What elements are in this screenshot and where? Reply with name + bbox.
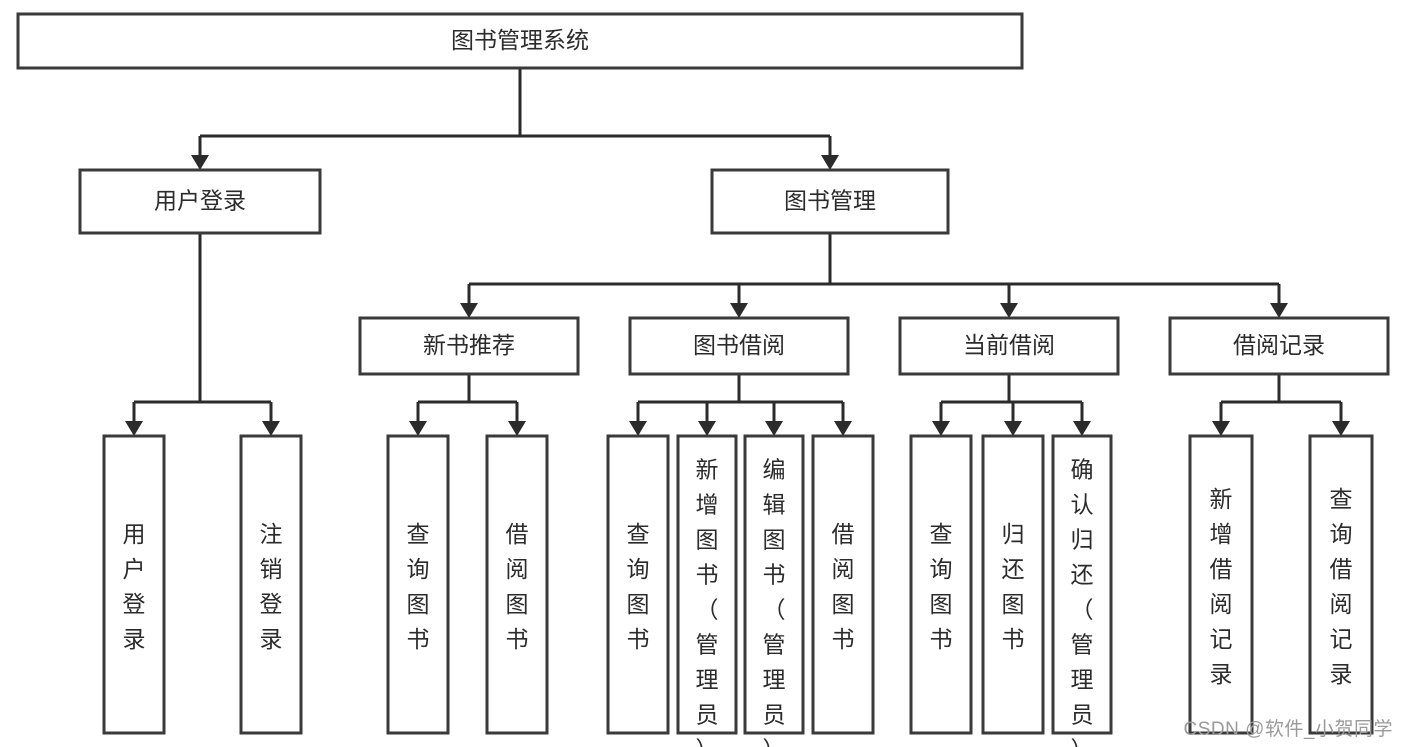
node-box xyxy=(1168,316,1390,376)
node-leaf-query-book-1[interactable]: 查询图书 xyxy=(386,434,450,735)
node-box xyxy=(676,434,738,735)
node-label: 图书管理系统 xyxy=(451,27,589,53)
node-label: 确认归还（管理员） xyxy=(1071,456,1094,747)
node-box xyxy=(909,434,973,735)
node-leaf-query-book-3[interactable]: 查询图书 xyxy=(909,434,973,735)
node-label: 查询图书 xyxy=(407,521,430,652)
node-box xyxy=(606,434,670,735)
arrow-head-icon xyxy=(821,155,839,170)
node-current-borrow[interactable]: 当前借阅 xyxy=(898,316,1120,376)
node-box xyxy=(1308,434,1374,735)
node-box xyxy=(628,316,850,376)
node-box xyxy=(811,434,875,735)
arrow-head-icon xyxy=(698,421,716,436)
node-label: 借阅图书 xyxy=(506,521,529,652)
node-label: 查询图书 xyxy=(627,521,650,652)
node-label: 归还图书 xyxy=(1002,521,1025,652)
node-box xyxy=(898,316,1120,376)
node-label: 借阅记录 xyxy=(1233,332,1325,358)
node-box xyxy=(1188,434,1254,735)
node-box xyxy=(1051,434,1113,735)
node-book-manage[interactable]: 图书管理 xyxy=(710,168,950,235)
node-label: 用户登录 xyxy=(123,521,146,652)
node-label: 新增借阅记录 xyxy=(1210,486,1233,687)
arrow-head-icon xyxy=(125,421,143,436)
node-leaf-user-login[interactable]: 用户登录 xyxy=(102,434,166,735)
arrow-head-icon xyxy=(460,303,478,318)
arrow-head-icon xyxy=(834,421,852,436)
node-new-book-recommend[interactable]: 新书推荐 xyxy=(358,316,580,376)
node-leaf-add-record[interactable]: 新增借阅记录 xyxy=(1188,434,1254,735)
connector-layer xyxy=(125,68,1350,436)
node-leaf-add-book[interactable]: 新增图书（管理员） xyxy=(676,434,738,747)
node-label: 图书借阅 xyxy=(693,332,785,358)
node-box xyxy=(981,434,1045,735)
arrow-head-icon xyxy=(262,421,280,436)
node-label: 编辑图书（管理员） xyxy=(763,456,786,747)
node-label: 当前借阅 xyxy=(963,332,1055,358)
node-box xyxy=(485,434,549,735)
arrow-head-icon xyxy=(191,155,209,170)
node-user-login[interactable]: 用户登录 xyxy=(78,168,322,235)
node-label: 注销登录 xyxy=(260,521,283,652)
arrow-head-icon xyxy=(1073,421,1091,436)
node-label: 用户登录 xyxy=(154,188,246,214)
arrow-head-icon xyxy=(1000,303,1018,318)
node-leaf-user-logout[interactable]: 注销登录 xyxy=(239,434,303,735)
node-leaf-return-book[interactable]: 归还图书 xyxy=(981,434,1045,735)
node-box xyxy=(710,168,950,235)
node-box xyxy=(102,434,166,735)
node-leaf-query-record[interactable]: 查询借阅记录 xyxy=(1308,434,1374,735)
node-leaf-borrow-book-2[interactable]: 借阅图书 xyxy=(811,434,875,735)
arrow-head-icon xyxy=(1270,303,1288,318)
arrow-head-icon xyxy=(932,421,950,436)
node-root[interactable]: 图书管理系统 xyxy=(16,12,1024,70)
node-leaf-query-book-2[interactable]: 查询图书 xyxy=(606,434,670,735)
node-label: 新增图书（管理员） xyxy=(696,456,719,747)
node-borrow-record[interactable]: 借阅记录 xyxy=(1168,316,1390,376)
node-label: 借阅图书 xyxy=(832,521,855,652)
arrow-head-icon xyxy=(1332,421,1350,436)
node-box xyxy=(358,316,580,376)
node-book-borrow[interactable]: 图书借阅 xyxy=(628,316,850,376)
node-box xyxy=(743,434,805,735)
arrow-head-icon xyxy=(629,421,647,436)
arrow-head-icon xyxy=(730,303,748,318)
node-box xyxy=(239,434,303,735)
node-leaf-edit-book[interactable]: 编辑图书（管理员） xyxy=(743,434,805,747)
arrow-head-icon xyxy=(409,421,427,436)
node-box xyxy=(16,12,1024,70)
node-box xyxy=(386,434,450,735)
node-label: 图书管理 xyxy=(784,188,876,214)
node-box xyxy=(78,168,322,235)
node-leaf-borrow-book-1[interactable]: 借阅图书 xyxy=(485,434,549,735)
arrow-head-icon xyxy=(1212,421,1230,436)
node-label: 查询图书 xyxy=(930,521,953,652)
arrow-head-icon xyxy=(508,421,526,436)
node-label: 新书推荐 xyxy=(423,332,515,358)
arrow-head-icon xyxy=(1004,421,1022,436)
node-layer: 图书管理系统用户登录图书管理新书推荐图书借阅当前借阅借阅记录用户登录注销登录查询… xyxy=(16,12,1390,747)
arrow-head-icon xyxy=(765,421,783,436)
node-leaf-confirm-return[interactable]: 确认归还（管理员） xyxy=(1051,434,1113,747)
node-label: 查询借阅记录 xyxy=(1330,486,1353,687)
